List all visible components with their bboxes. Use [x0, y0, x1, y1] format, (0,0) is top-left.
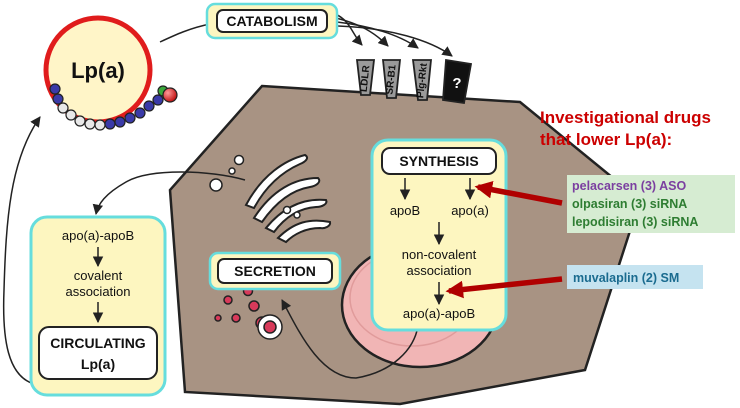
- vesicles: [209, 154, 301, 340]
- receptor-unknown: ?: [442, 58, 473, 105]
- lpa-to-catabolism-line: [159, 23, 211, 43]
- covalent-label-2: association: [65, 284, 130, 299]
- secretion-to-circulating-arrow: [92, 171, 246, 216]
- circulating-complex: apo(a)-apoB: [62, 228, 134, 243]
- svg-text:SR-B1: SR-B1: [384, 64, 398, 95]
- svg-text:?: ?: [452, 75, 461, 92]
- secretion-box: SECRETION: [208, 251, 342, 291]
- noncovalent-label-2: association: [406, 263, 471, 278]
- catabolism-box: CATABOLISM: [205, 2, 339, 40]
- covalent-label-1: covalent: [74, 268, 123, 283]
- receptor-ldlr: LDLR: [355, 59, 376, 96]
- synthesis-title: SYNTHESIS: [399, 153, 478, 169]
- drug-muvalaplin: muvalaplin (2) SM: [573, 271, 679, 285]
- svg-text:Plg-Rkt: Plg-Rkt: [415, 62, 430, 99]
- noncovalent-label-1: non-covalent: [402, 247, 477, 262]
- circulating-title-2: Lp(a): [81, 356, 115, 372]
- drugs-heading-2: that lower Lp(a):: [540, 130, 672, 149]
- apob-label: apoB: [390, 203, 420, 218]
- circulating-to-lpa-arrow: [2, 116, 41, 385]
- drug-pelacarsen: pelacarsen (3) ASO: [572, 179, 686, 193]
- lpa-particle: Lp(a): [43, 15, 178, 131]
- apoa-label: apo(a): [451, 203, 489, 218]
- assembled-complex-label: apo(a)-apoB: [403, 306, 475, 321]
- circulating-panel: apo(a)-apoB covalent association CIRCULA…: [29, 215, 167, 397]
- golgi-apparatus: [244, 153, 332, 244]
- secretion-pathway-arrow: [281, 299, 419, 379]
- catabolism-arrows: [334, 13, 453, 57]
- assembly-inhibitor-box: muvalaplin (2) SM: [567, 265, 703, 289]
- svg-text:LDLR: LDLR: [359, 64, 373, 92]
- drug-lepodisiran: lepodisiran (3) siRNA: [572, 215, 698, 229]
- receptor-sr-b1: SR-B1: [382, 59, 401, 99]
- synthesis-inhibitors-box: pelacarsen (3) ASO olpasiran (3) siRNA l…: [567, 175, 735, 233]
- catabolism-label: CATABOLISM: [226, 13, 317, 29]
- secretion-label: SECRETION: [234, 263, 316, 279]
- circulating-title-1: CIRCULATING: [50, 335, 146, 351]
- synthesis-panel: SYNTHESIS apoB apo(a) non-covalent assoc…: [370, 138, 508, 332]
- apoa-kringle-chain: [49, 83, 178, 131]
- drug-olpasiran: olpasiran (3) siRNA: [572, 197, 687, 211]
- drugs-heading-1: Investigational drugs: [540, 108, 711, 127]
- receptor-plg-rkt: Plg-Rkt: [411, 59, 432, 101]
- synthesis-inhibition-arrow: [474, 180, 563, 206]
- assembly-inhibition-arrow: [445, 276, 563, 299]
- lpa-label: Lp(a): [71, 58, 125, 83]
